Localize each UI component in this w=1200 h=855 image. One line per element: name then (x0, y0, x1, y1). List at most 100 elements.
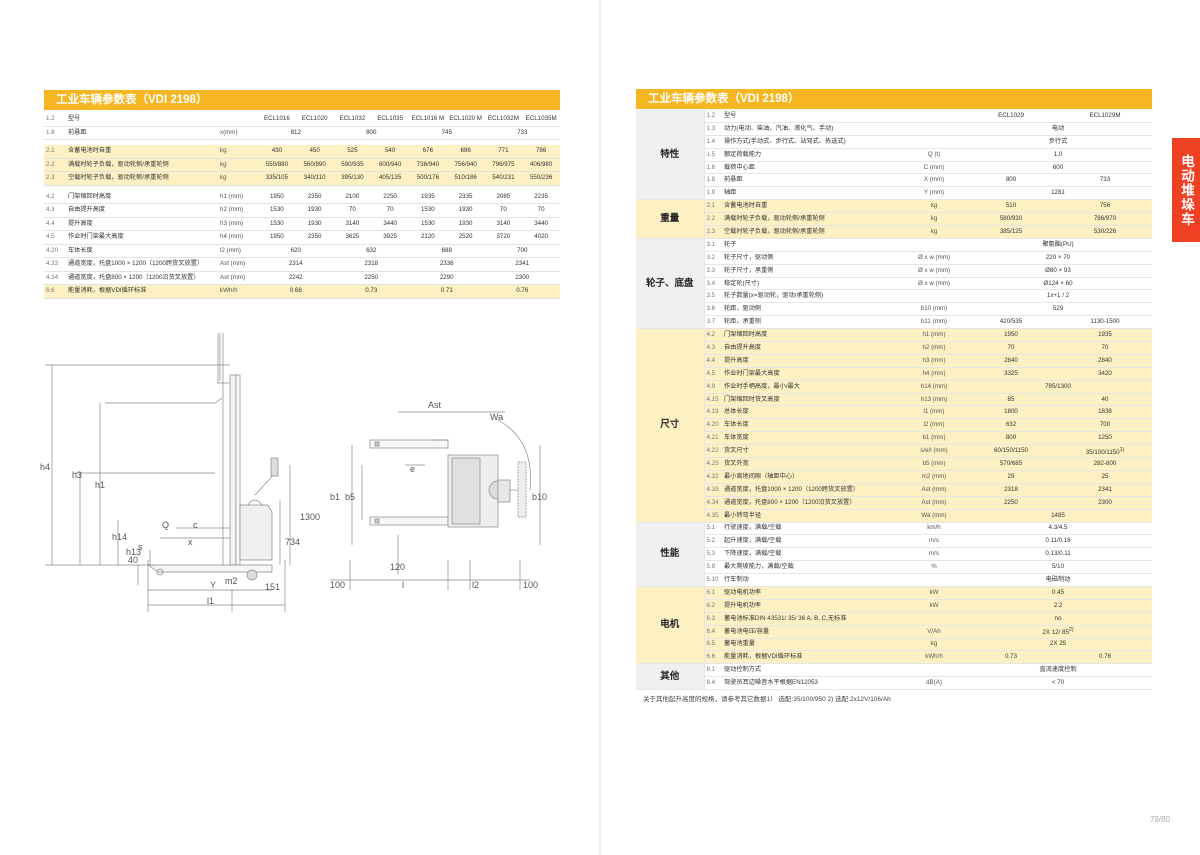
table-cell (904, 238, 964, 251)
table-cell: 4.20 (704, 418, 722, 432)
table-cell: 2X 25 (964, 638, 1152, 651)
table-cell: 4.9 (704, 380, 722, 394)
table-cell: 2235 (534, 192, 548, 200)
table-cell: 2520 (458, 233, 473, 241)
table-cell: h4 (mm) (904, 367, 964, 381)
table-cell: 70 (964, 341, 1058, 355)
table-cell: 1930 (307, 206, 322, 214)
section-label: 轮子、底盘 (636, 238, 705, 329)
section-label: 重量 (636, 199, 705, 239)
table-cell: m2 (mm) (904, 470, 964, 484)
table-cell: 70 (348, 206, 356, 214)
table-cell: 前悬距 (68, 128, 87, 136)
cell-value: 4.3/4.5 (1048, 524, 1068, 532)
table-cell: 轮距，承重侧 (724, 318, 762, 326)
table-cell: b5 (mm) (904, 457, 964, 471)
table-cell: 自由提升高度 (68, 206, 106, 214)
cell-value: 1250 (1098, 434, 1112, 442)
table-cell: 540/231 (484, 171, 523, 185)
table-cell: 736/940 (409, 158, 447, 172)
table-cell: 额定荷载能力 (724, 150, 762, 158)
right-table-title: 工业车辆参数表（VDI 2198） (636, 89, 1152, 109)
table-cell: 动力(电动、柴油、汽油、液化气、手动) (724, 124, 834, 132)
table-cell: kg (218, 158, 258, 172)
table-cell: X (mm) (923, 176, 945, 184)
table-cell: 轮子尺寸，驱动侧 (724, 253, 774, 261)
table-cell: 6.6 (704, 650, 722, 664)
cell-value: 530/226 (1093, 227, 1117, 235)
table-cell: h14 (mm) (904, 380, 964, 394)
table-cell: V/Ah (904, 625, 964, 639)
table-cell: 8.4 (706, 679, 716, 687)
table-cell: 2335 (458, 192, 473, 200)
table-cell: 676 (409, 145, 447, 158)
table-cell: 门架缩回时高度 (68, 192, 112, 200)
table-cell: Q (t) (927, 150, 941, 158)
table-cell: 3140 (345, 219, 360, 227)
table-cell: 3.5 (706, 292, 716, 300)
dim-label-734: 734 (285, 537, 300, 547)
cell-value: ECL1029M (1089, 111, 1121, 119)
table-cell: 6.4 (704, 625, 722, 639)
table-cell: 1.3 (706, 124, 716, 132)
table-cell: 1281 (964, 187, 1152, 200)
table-cell: 4.35 (704, 509, 722, 522)
table-cell: 提升高度 (722, 354, 904, 368)
cell-value: 3420 (1098, 369, 1112, 377)
table-cell: 4.20 (46, 246, 59, 254)
table-cell: 0.76 (1058, 650, 1152, 664)
table-cell: 70 (386, 206, 394, 214)
table-cell: 786 (522, 145, 560, 158)
cell-value: 0.11/0.16 (1045, 537, 1071, 545)
section-label: 特性 (636, 110, 705, 200)
table-cell: m/s (929, 550, 939, 558)
table-cell: kW (904, 599, 964, 613)
table-cell: 282-800 (1058, 457, 1152, 471)
cell-value: 786/970 (1093, 215, 1117, 223)
table-cell: 0.76 (484, 284, 560, 298)
table-cell: 3140 (496, 219, 511, 227)
page-number: 79/80 (1150, 815, 1171, 824)
table-cell: 560/890 (295, 158, 334, 172)
table-cell: 2100 (345, 192, 360, 200)
table-cell: 2.3 (704, 225, 722, 239)
table-cell: 6.6 (44, 284, 66, 298)
table-cell: h1 (mm) (904, 328, 964, 342)
table-cell: 3.4 (706, 279, 716, 287)
table-cell: 1.8 (706, 176, 716, 184)
table-cell: 2336 (439, 260, 454, 268)
table-cell: 4.25 (704, 457, 722, 471)
table-cell: 能量消耗，根据VDI循环标准 (722, 650, 904, 664)
table-cell: 1935 (1058, 328, 1152, 342)
table-cell: 590/935 (333, 158, 372, 172)
table-cell: 550/880 (258, 158, 296, 172)
table-cell: 蓄电池重量 (722, 638, 904, 651)
table-cell: 796/975 (484, 158, 523, 172)
dim-label-120: 120 (390, 562, 405, 572)
section-label: 尺寸 (636, 328, 705, 522)
table-cell: 6.2 (704, 599, 722, 613)
table-cell: % (931, 563, 937, 571)
table-cell: no (964, 612, 1152, 626)
table-cell: 2250 (964, 496, 1058, 510)
table-cell: 800 (1005, 176, 1017, 184)
table-cell: 4.15 (704, 393, 722, 406)
table-cell: kg (904, 638, 964, 651)
table-cell: 70 (537, 206, 545, 214)
dim-label-l: l (402, 580, 404, 590)
table-cell: 2.2 (44, 158, 66, 172)
table-cell: Ast (mm) (904, 483, 964, 497)
